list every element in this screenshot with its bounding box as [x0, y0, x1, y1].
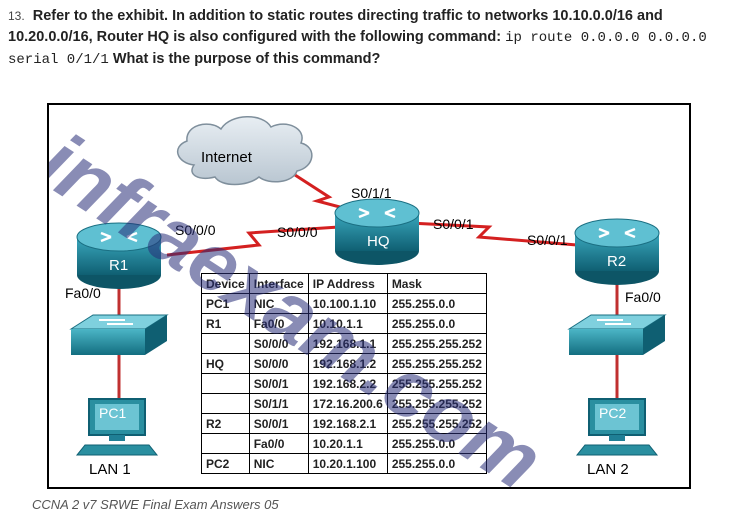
question-text: 13. Refer to the exhibit. In addition to… — [8, 6, 740, 71]
table-header: Interface — [248, 273, 309, 294]
table-cell: HQ — [201, 353, 250, 374]
serial-link-hq-internet — [294, 173, 356, 213]
table-cell: 255.255.255.252 — [386, 373, 487, 394]
exhibit-caption: CCNA 2 v7 SRWE Final Exam Answers 05 — [32, 497, 279, 512]
switch-lan1-icon — [69, 314, 169, 355]
pc2-label: PC2 — [599, 405, 627, 421]
table-cell: S0/1/1 — [248, 393, 309, 414]
table-cell: 10.10.1.1 — [307, 313, 388, 334]
table-cell: PC2 — [201, 453, 250, 474]
table-cell: S0/0/1 — [248, 373, 309, 394]
question-number: 13. — [8, 9, 25, 23]
table-cell: 10.20.1.1 — [307, 433, 388, 454]
table-header: IP Address — [307, 273, 388, 294]
table-cell: 255.255.0.0 — [386, 293, 487, 314]
table-cell: 255.255.255.252 — [386, 413, 487, 434]
lan1-label: LAN 1 — [89, 461, 131, 478]
internet-cloud-icon — [176, 116, 313, 186]
hq-s000-label: S0/0/0 — [277, 224, 318, 240]
table-cell: 192.168.2.1 — [307, 413, 388, 434]
table-cell: PC1 — [201, 293, 250, 314]
router-r1-label: R1 — [109, 257, 129, 274]
r1-s000-label: S0/0/0 — [175, 222, 216, 238]
table-cell: 10.100.1.10 — [307, 293, 388, 314]
table-cell: NIC — [248, 293, 309, 314]
serial-link-hq-r2 — [408, 221, 578, 247]
r1-fa00-label: Fa0/0 — [65, 285, 101, 301]
table-cell: 192.168.1.2 — [307, 353, 388, 374]
table-cell: 255.255.0.0 — [386, 313, 487, 334]
table-cell: R1 — [201, 313, 250, 334]
switch-lan2-icon — [567, 314, 667, 355]
serial-link-r1-hq — [166, 225, 340, 257]
pc1-label: PC1 — [99, 405, 127, 421]
router-r1-icon — [76, 222, 162, 289]
table-header: Device — [201, 273, 250, 294]
table-cell: 255.255.255.252 — [386, 353, 487, 374]
table-cell — [201, 373, 250, 394]
table-header: Mask — [386, 273, 487, 294]
table-cell: 255.255.0.0 — [386, 433, 487, 454]
hq-s011-label: S0/1/1 — [351, 185, 392, 201]
router-hq-icon — [334, 198, 420, 265]
table-cell: S0/0/0 — [248, 353, 309, 374]
table-header-row: Device Interface IP Address Mask — [201, 273, 487, 294]
network-exhibit: Internet R1 HQ R2 S0/1/1 S0/0/0 S0/0/0 S… — [47, 103, 691, 489]
pc2-icon — [575, 398, 659, 456]
table-cell: 10.20.1.100 — [307, 453, 388, 474]
router-r2-icon — [574, 218, 660, 285]
r2-fa00-label: Fa0/0 — [625, 289, 661, 305]
table-cell: S0/0/1 — [248, 413, 309, 434]
r2-s001-label: S0/0/1 — [527, 232, 568, 248]
table-cell — [201, 393, 250, 414]
topology-diagram — [69, 116, 667, 456]
question-command: ip route 0.0.0.0 0.0.0.0 serial 0/1/1 — [8, 30, 707, 68]
table-cell: 192.168.1.1 — [307, 333, 388, 354]
table-cell: S0/0/0 — [248, 333, 309, 354]
table-cell: 255.255.255.252 — [386, 333, 487, 354]
table-cell: NIC — [248, 453, 309, 474]
table-cell: 172.16.200.6 — [307, 393, 388, 414]
table-cell: 192.168.2.2 — [307, 373, 388, 394]
lan2-label: LAN 2 — [587, 461, 629, 478]
table-cell — [201, 333, 250, 354]
router-hq-label: HQ — [367, 233, 390, 250]
table-cell: 255.255.255.252 — [386, 393, 487, 414]
router-r2-label: R2 — [607, 253, 627, 270]
table-cell: R2 — [201, 413, 250, 434]
question-intro: Refer to the exhibit. In addition to sta… — [8, 8, 663, 45]
table-cell — [201, 433, 250, 454]
table-cell: 255.255.0.0 — [386, 453, 487, 474]
hq-s001-label: S0/0/1 — [433, 216, 474, 232]
table-cell: Fa0/0 — [248, 313, 309, 334]
pc1-icon — [75, 398, 159, 456]
internet-label: Internet — [201, 149, 252, 166]
question-prompt: What is the purpose of this command? — [112, 51, 381, 67]
table-cell: Fa0/0 — [248, 433, 309, 454]
